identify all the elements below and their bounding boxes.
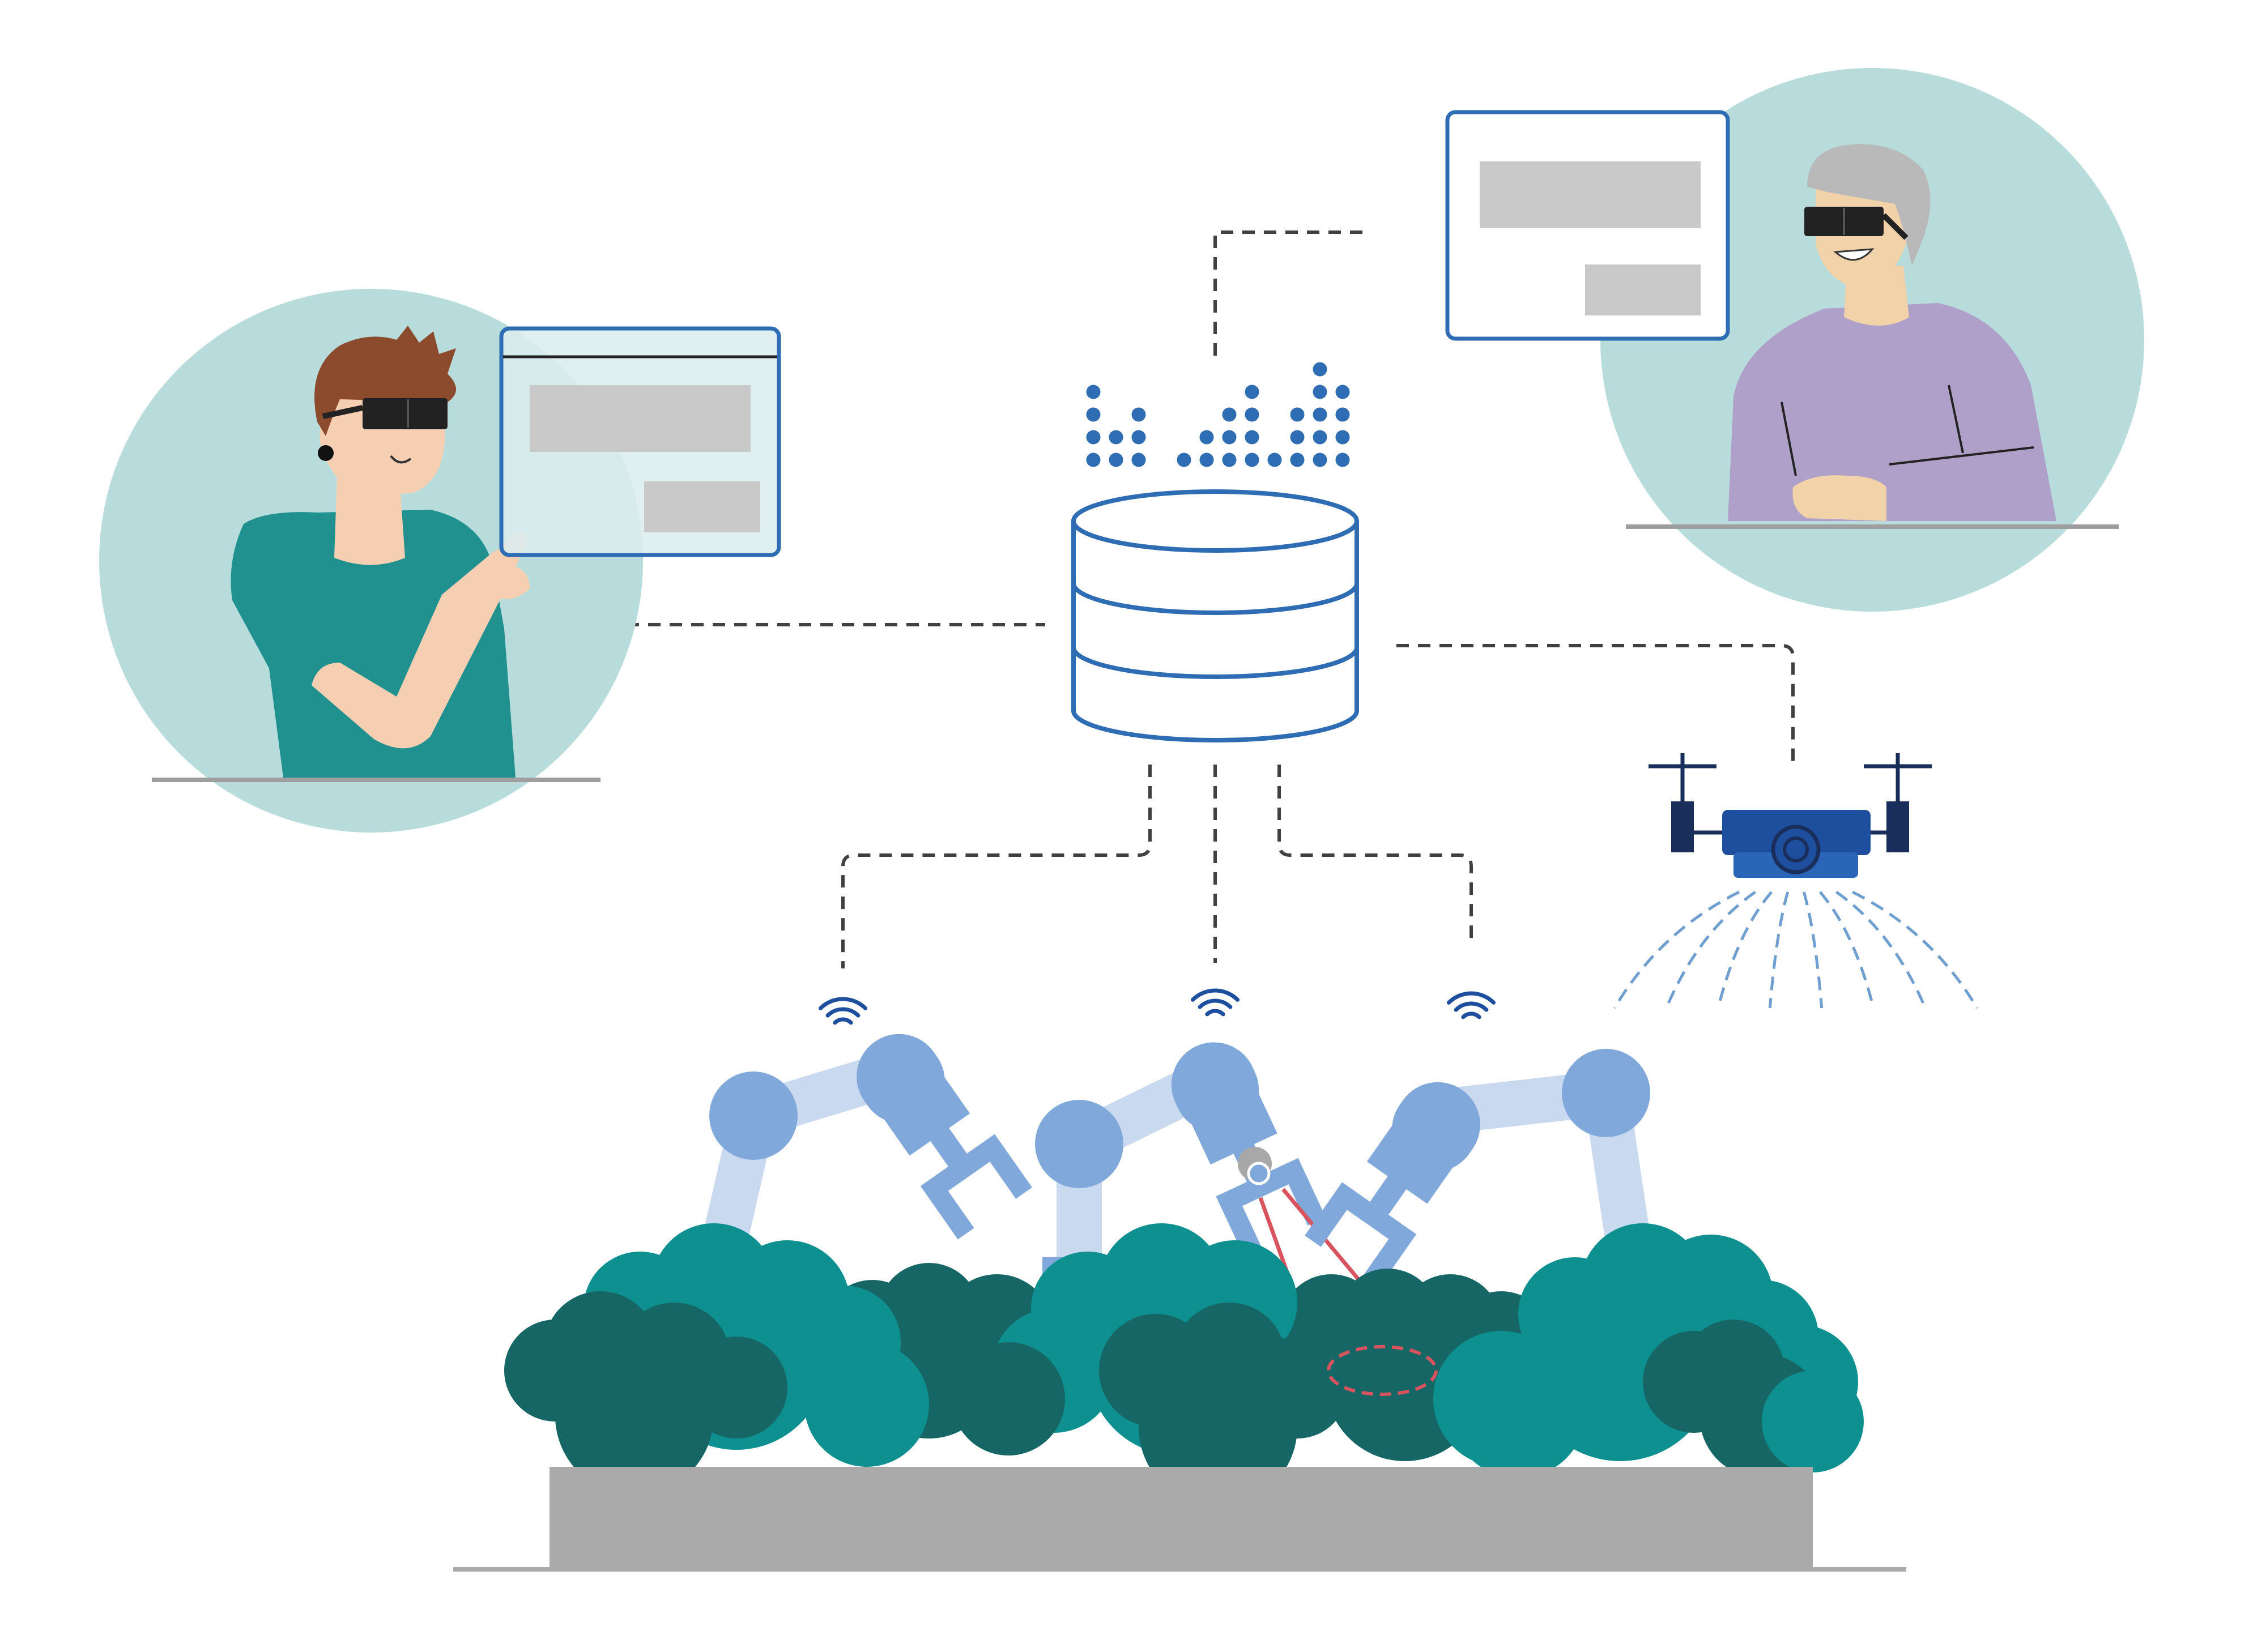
data-dot [1335, 407, 1350, 422]
left-panel-bar-wide [530, 385, 751, 452]
network-connections [583, 230, 1795, 968]
data-dot [1290, 407, 1305, 422]
data-dot [1222, 453, 1237, 467]
data-dot [1222, 407, 1237, 422]
wifi-signal-icon [818, 997, 868, 1025]
left-floating-panel [499, 326, 781, 557]
data-dot [1086, 453, 1101, 467]
left-user-smile [390, 455, 412, 464]
vr-glasses-icon [322, 398, 448, 429]
left-user-arm [312, 548, 518, 749]
data-dot [1177, 453, 1191, 467]
drone-camera-icon [1771, 825, 1821, 874]
data-dot [1313, 453, 1327, 467]
data-dot [1313, 407, 1327, 422]
data-dot [1290, 453, 1305, 467]
earpiece-icon [318, 445, 334, 461]
data-dot [1335, 385, 1350, 399]
data-bars-icon [1086, 362, 1350, 467]
left-user-shirt [231, 510, 516, 778]
right-user-hands [1792, 475, 1886, 521]
spray-line [1818, 891, 1875, 1009]
right-user-shirt [1728, 303, 2056, 521]
right-user-smile [1833, 248, 1875, 261]
data-dot [1131, 430, 1146, 445]
data-dot [1086, 407, 1101, 422]
right-floating-panel [1445, 110, 1730, 341]
left-user-vr [99, 289, 781, 833]
data-dot [1245, 453, 1259, 467]
data-dot [1267, 453, 1282, 467]
database-icon [1071, 489, 1359, 742]
connector-robot-left [841, 765, 1152, 968]
left-user-hair [314, 326, 456, 436]
wifi-signal-icon [1446, 991, 1496, 1019]
right-panel-bar-small [1585, 264, 1701, 315]
data-dot [1245, 430, 1259, 445]
data-dot [1086, 430, 1101, 445]
crop-bushes [504, 1223, 1864, 1506]
robot-joint [1035, 1100, 1123, 1188]
spray-line [1768, 891, 1790, 1009]
spray-line [1802, 891, 1824, 1009]
right-panel-bar-wide [1480, 161, 1701, 228]
connector-drone [1396, 644, 1795, 765]
spray-line [1613, 890, 1740, 1009]
connector-top-user [1213, 230, 1371, 356]
right-user-arm-line [1781, 402, 1797, 476]
connector-robot-right [1277, 765, 1473, 946]
left-panel-bar-small [644, 481, 760, 532]
right-user-vr [1445, 68, 2144, 612]
data-dot [1109, 430, 1123, 445]
data-dot [1222, 430, 1237, 445]
drone-spray [1613, 890, 1979, 1009]
robot-arm-left [674, 1034, 1032, 1280]
right-user-hair [1807, 144, 1931, 266]
data-dot [1199, 453, 1214, 467]
data-dot [1245, 407, 1259, 422]
data-dot [1131, 407, 1146, 422]
data-dot [1245, 385, 1259, 399]
data-dot [1199, 430, 1214, 445]
data-dot [1313, 385, 1327, 399]
spray-line [1851, 890, 1979, 1009]
right-user-arm-line-2 [1948, 385, 1964, 454]
planter-box [550, 1467, 1813, 1569]
data-dot [1109, 453, 1123, 467]
spray-line [1716, 891, 1773, 1009]
drone-icon [1649, 753, 1932, 878]
robot-joint [709, 1072, 798, 1160]
robot-joint [1562, 1049, 1650, 1137]
data-dot [1131, 453, 1146, 467]
wifi-signal-icon [1190, 988, 1240, 1017]
data-dot [1290, 430, 1305, 445]
robot-arm-right [1305, 1049, 1671, 1288]
right-user-forearm [1889, 446, 2034, 466]
left-user-neck [334, 476, 405, 565]
laser-target [1327, 1345, 1438, 1396]
spray-line [1665, 890, 1757, 1009]
data-dot [1313, 430, 1327, 445]
data-dot [1335, 430, 1350, 445]
data-dot [1313, 362, 1327, 377]
data-dot [1335, 453, 1350, 467]
spray-line [1835, 890, 1927, 1009]
data-dot [1086, 385, 1101, 399]
vr-glasses-icon [1804, 207, 1909, 240]
